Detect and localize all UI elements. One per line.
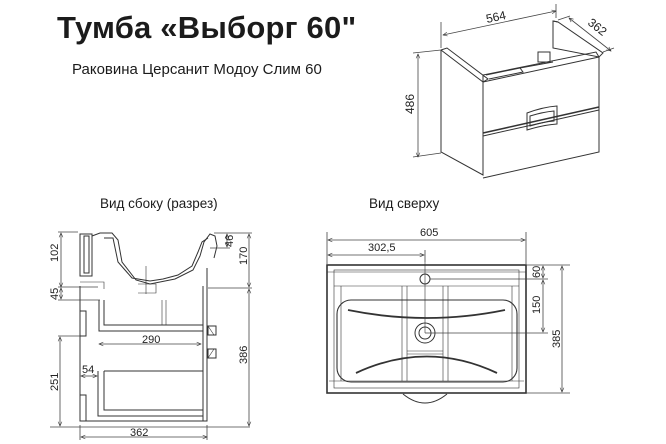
top-dim-385: 385 (551, 330, 563, 348)
isometric-cabinet-drawing: 564 362 486 (403, 4, 615, 179)
side-section-drawing: 102 45 251 54 290 362 46 170 386 (49, 231, 252, 440)
side-dim-362: 362 (130, 427, 148, 439)
iso-height-dimension: 486 (403, 94, 417, 114)
side-dim-386: 386 (238, 346, 250, 364)
top-dim-150: 150 (531, 296, 543, 314)
iso-depth-dimension: 362 (585, 15, 610, 39)
side-dim-251: 251 (49, 373, 61, 391)
side-dim-170: 170 (238, 247, 250, 265)
side-dim-46: 46 (224, 235, 236, 247)
iso-width-dimension: 564 (485, 8, 508, 26)
side-view-label: Вид сбоку (разрез) (100, 196, 218, 211)
top-view-drawing: 605 302,5 60 150 385 (326, 227, 570, 404)
side-dim-54: 54 (82, 364, 94, 376)
side-dim-102: 102 (49, 244, 61, 262)
side-dim-45: 45 (49, 288, 61, 300)
page-subtitle: Раковина Церсанит Модоу Слим 60 (72, 61, 322, 78)
side-dim-290: 290 (142, 334, 160, 346)
top-dim-605: 605 (420, 227, 438, 239)
page-title: Тумба «Выборг 60" (57, 10, 357, 45)
top-view-label: Вид сверху (369, 196, 440, 211)
top-dim-60: 60 (531, 266, 543, 278)
top-dim-302-5: 302,5 (368, 242, 396, 254)
